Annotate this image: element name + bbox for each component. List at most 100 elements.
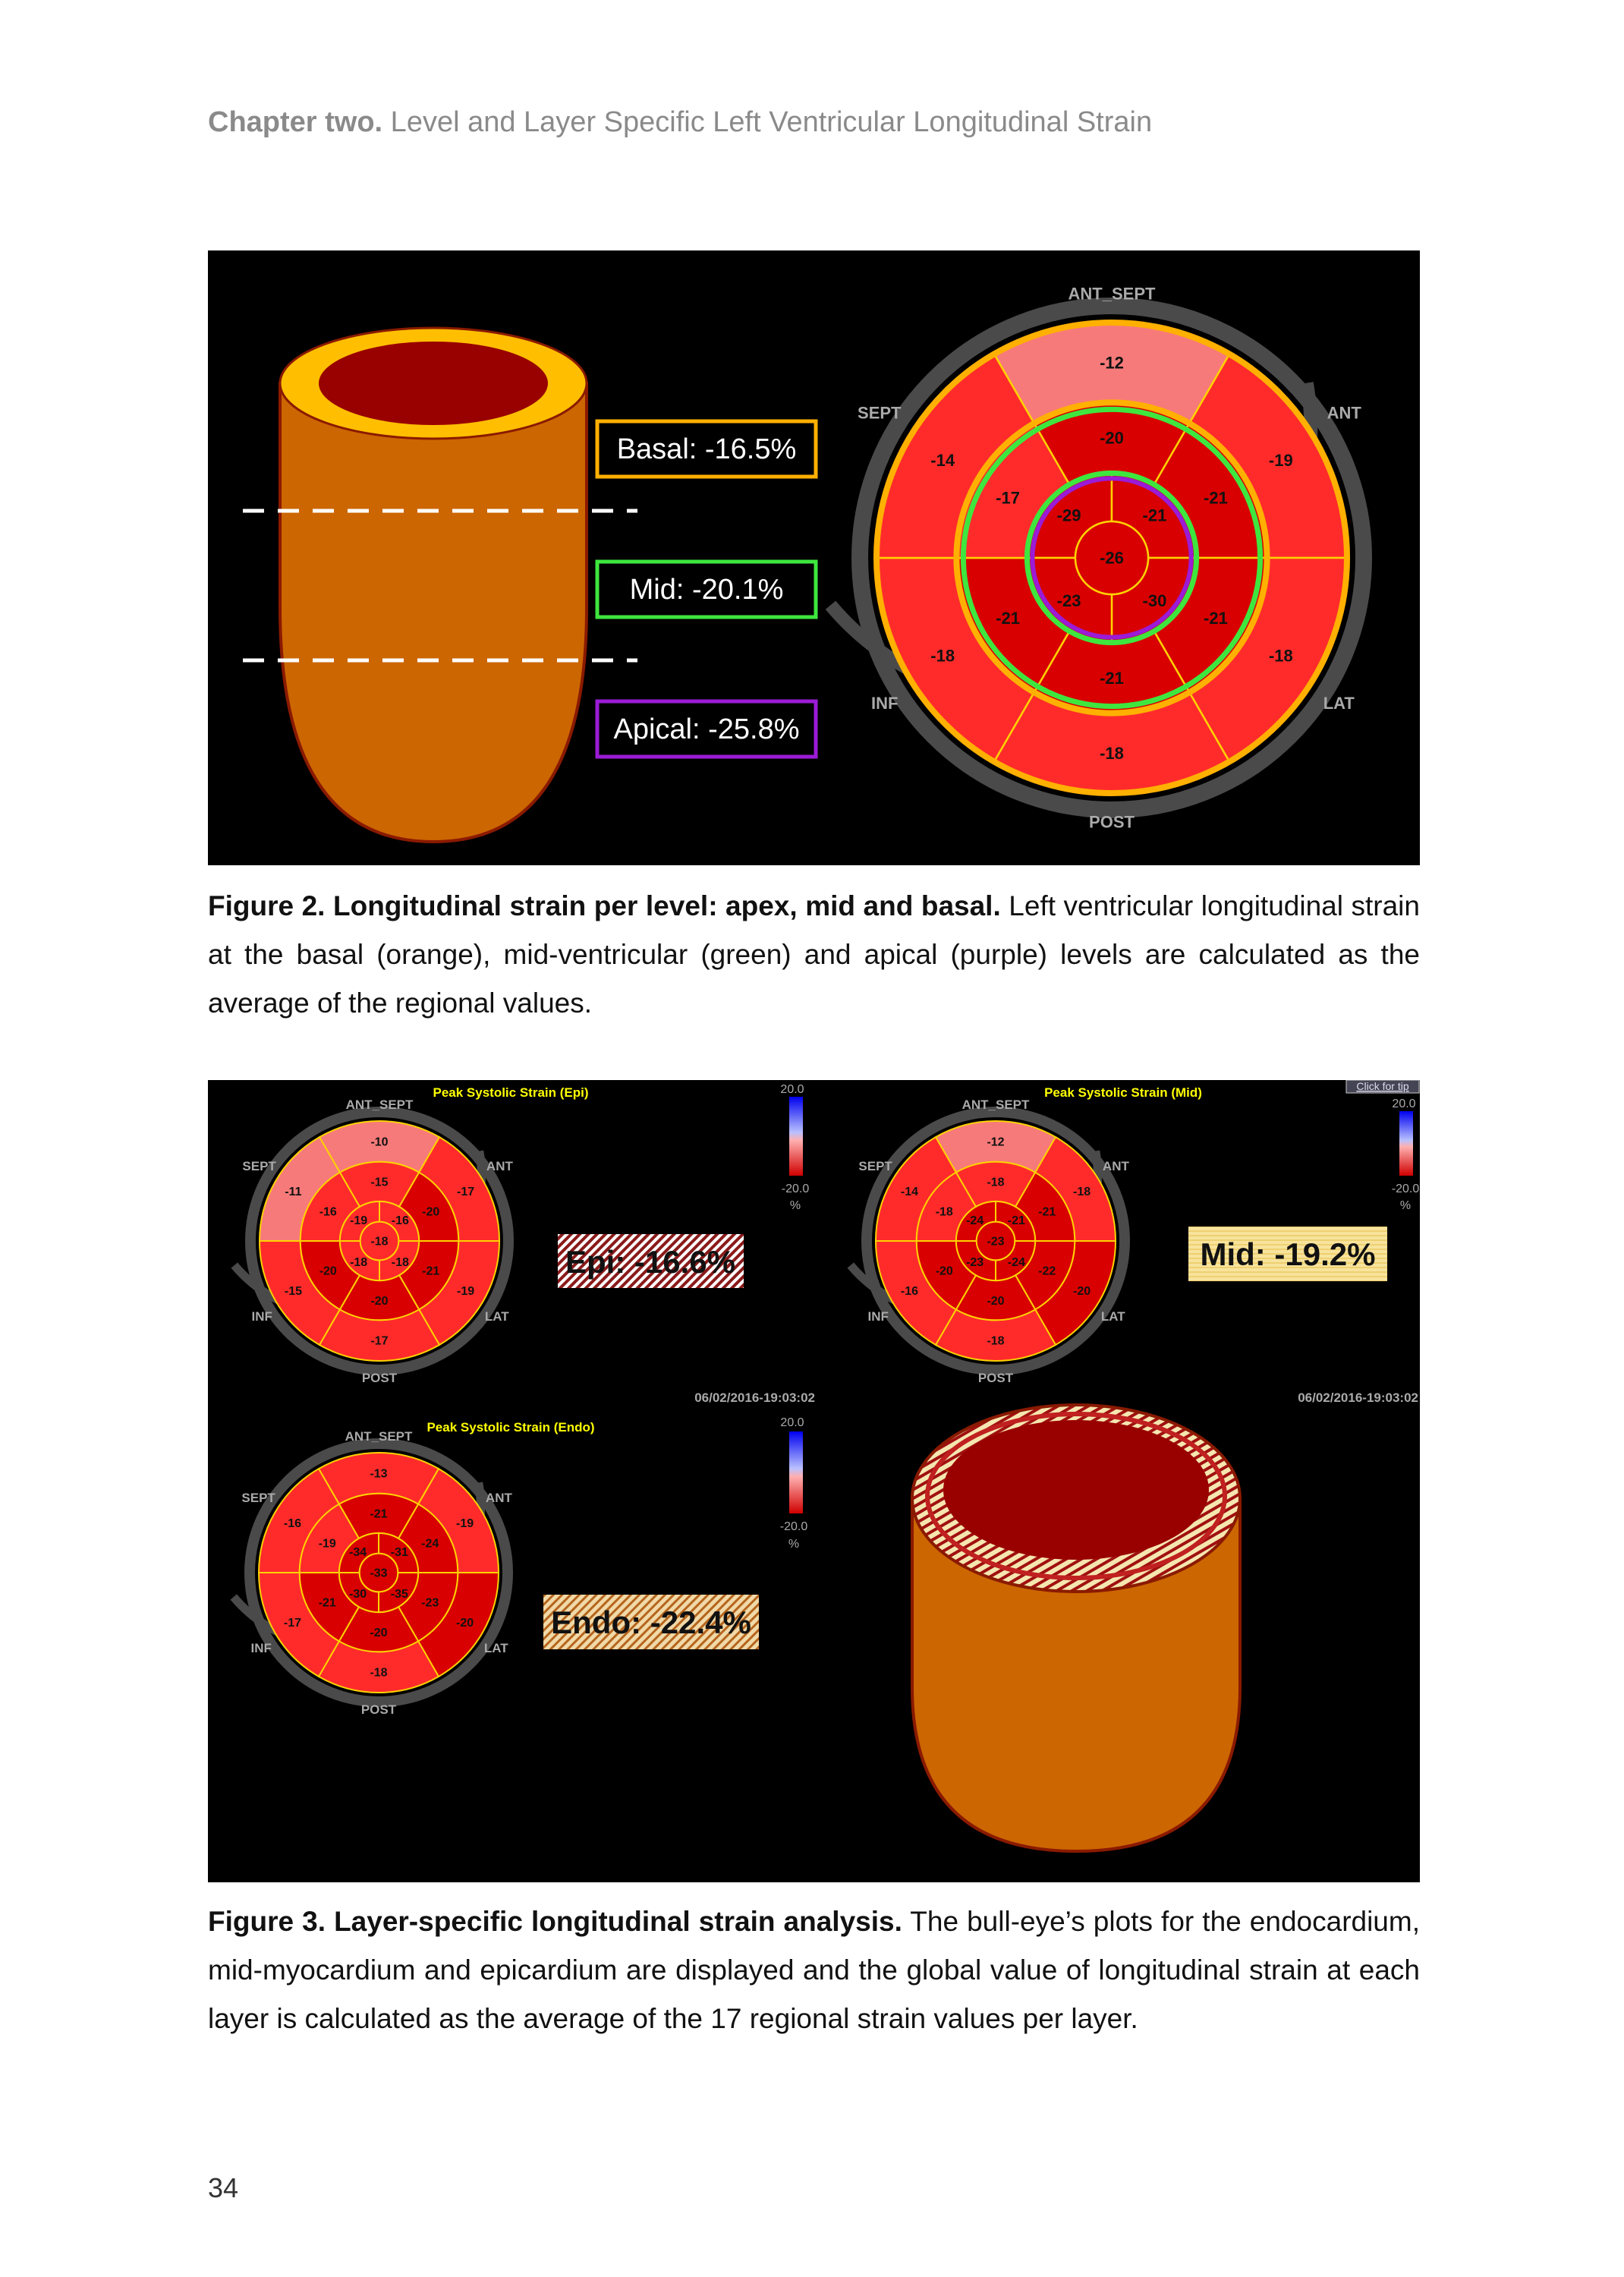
endo-plot-title: Peak Systolic Strain (Endo): [426, 1420, 594, 1435]
mid-segment-value: -22: [1038, 1265, 1056, 1278]
mid-segment-value: -16: [319, 1205, 337, 1218]
gray-rim: [245, 1107, 514, 1375]
figure-2-caption-text: Left ventricular longitudinal strain at …: [208, 890, 1420, 1019]
apex-segment: [975, 1220, 1016, 1261]
color-bar: [1399, 1111, 1413, 1176]
scale-min: -20.0: [1392, 1183, 1420, 1195]
direction-label-ant: ANT: [486, 1159, 514, 1173]
scale-unit: %: [790, 1199, 801, 1212]
scale-max: 20.0: [1392, 1098, 1415, 1110]
direction-label-ant: ANT: [1327, 403, 1362, 422]
mid-segment-value: -19: [319, 1537, 336, 1550]
apical-segment-value: -23: [1057, 591, 1081, 610]
apex-segment-value: -18: [370, 1236, 388, 1249]
epi-timestamp: 06/02/2016-19:03:02: [694, 1390, 815, 1405]
mid-segment-value: -18: [987, 1176, 1004, 1189]
apical-segment-value: -16: [392, 1214, 409, 1227]
figure-2-caption: Figure 2. Longitudinal strain per level:…: [208, 882, 1420, 1028]
mid-inner-ring: [1024, 470, 1200, 646]
direction-label-sept: SEPT: [858, 403, 902, 422]
figure-2: Basal: -16.5% Mid: -20.1% Apical: -25.8%…: [208, 250, 1420, 865]
basal-label: Basal: -16.5%: [617, 433, 797, 465]
basal-segment-value: -10: [370, 1135, 388, 1148]
apical-segment-value: -21: [1143, 505, 1167, 524]
basal-segment-value: -19: [456, 1517, 474, 1530]
direction-label-lat: LAT: [1101, 1309, 1125, 1324]
basal-segment-value: -18: [930, 646, 955, 665]
apical-segment-value: -19: [350, 1214, 367, 1227]
apical-segment-value: -35: [391, 1588, 408, 1601]
chapter-label: Chapter two.: [208, 106, 383, 138]
basal-segment-value: -18: [987, 1335, 1004, 1348]
apical-segment-value: -18: [392, 1256, 409, 1269]
apex-segment-value: -33: [370, 1567, 387, 1580]
basal-segment-value: -12: [987, 1135, 1004, 1148]
apex-segment: [1074, 520, 1150, 596]
basal-segment-value: -13: [370, 1467, 387, 1480]
chapter-title: Level and Layer Specific Left Ventricula…: [382, 106, 1153, 138]
basal-segment-value: -17: [370, 1335, 388, 1348]
mid-segment-value: -21: [370, 1507, 387, 1520]
apical-segment-value: -34: [349, 1546, 367, 1559]
apical-segment-value: -18: [350, 1256, 367, 1269]
direction-label-ant-sept: ANT_SEPT: [962, 1098, 1030, 1112]
mid-segment-value: -20: [319, 1265, 337, 1278]
mid-value: Mid: -19.2%: [1200, 1236, 1375, 1272]
mid-label: Mid: -20.1%: [630, 574, 784, 606]
mid-segment-value: -21: [319, 1597, 336, 1610]
color-bar: [789, 1097, 803, 1176]
direction-label-ant: ANT: [1103, 1159, 1130, 1173]
click-for-tip-button[interactable]: [1345, 1080, 1420, 1094]
epi-value-box: [558, 1234, 744, 1288]
direction-label-ant: ANT: [486, 1491, 513, 1505]
figure-3-caption-title: Figure 3. Layer-specific longitudinal st…: [208, 1906, 902, 1937]
figure-3-caption-text: The bull-eye’s plots for the endocardium…: [208, 1906, 1420, 2034]
basal-segment-value: -18: [370, 1667, 387, 1680]
apex-segment: [359, 1220, 400, 1261]
direction-label-post: POST: [361, 1702, 397, 1717]
mid-segment-value: -21: [1204, 489, 1228, 508]
figure-3: -10-17-19-17-15-11-15-20-21-20-20-16-19-…: [208, 1080, 1420, 1882]
apical-segment-value: -23: [966, 1256, 984, 1269]
bullseye-levels: -12-19-18-18-18-14-20-21-21-21-21-17-29-…: [825, 285, 1372, 832]
basal-label-box: [595, 419, 818, 479]
bullseye-epi: -10-17-19-17-15-11-15-20-21-20-20-16-19-…: [231, 1098, 514, 1385]
mid-timestamp: 06/02/2016-19:03:02: [1298, 1390, 1418, 1405]
figure-2-caption-title: Figure 2. Longitudinal strain per level:…: [208, 890, 1001, 921]
basal-segment-value: -17: [457, 1186, 474, 1198]
apical-segment-value: -30: [349, 1588, 367, 1601]
gray-rim: [851, 298, 1372, 818]
basal-segment-value: -14: [930, 451, 955, 470]
mid-ring: [960, 406, 1264, 710]
scale-unit: %: [1400, 1199, 1411, 1212]
direction-label-post: POST: [362, 1371, 398, 1385]
apical-label-box: [595, 699, 818, 759]
mid-segment-value: -15: [370, 1176, 388, 1189]
direction-label-lat: LAT: [1323, 694, 1355, 713]
mid-plot-title: Peak Systolic Strain (Mid): [1044, 1085, 1202, 1100]
mid-segment-value: -20: [987, 1295, 1004, 1308]
click-for-tip-label[interactable]: Click for tip: [1356, 1080, 1408, 1092]
basal-inner-ring: [953, 399, 1270, 716]
apex-segment-value: -26: [1100, 549, 1124, 568]
bullseye-endo: -13-19-20-18-17-16-21-24-23-20-21-19-34-…: [230, 1429, 513, 1717]
mid-color-scale: 20.0 -20.0 %: [1392, 1098, 1420, 1212]
basal-segment-value: -17: [284, 1617, 301, 1630]
gray-rim: [861, 1107, 1130, 1375]
mid-segment-value: -20: [370, 1295, 388, 1308]
direction-label-inf: INF: [251, 1641, 272, 1655]
mid-value-box: [1188, 1227, 1387, 1281]
basal-segment-value: -16: [901, 1285, 918, 1298]
mid-segment-value: -23: [421, 1597, 439, 1610]
mid-segment-value: -18: [936, 1205, 953, 1218]
direction-label-inf: INF: [868, 1309, 889, 1324]
scale-max: 20.0: [780, 1416, 804, 1429]
endo-value: Endo: -22.4%: [551, 1605, 751, 1640]
mid-segment-value: -21: [422, 1265, 439, 1278]
apical-label: Apical: -25.8%: [613, 713, 799, 745]
basal-segment-value: -11: [285, 1186, 301, 1198]
basal-segment-value: -12: [1100, 353, 1124, 372]
mid-segment-value: -24: [421, 1537, 439, 1550]
mid-segment-value: -21: [1038, 1205, 1056, 1218]
basal-segment-value: -18: [1100, 744, 1124, 763]
